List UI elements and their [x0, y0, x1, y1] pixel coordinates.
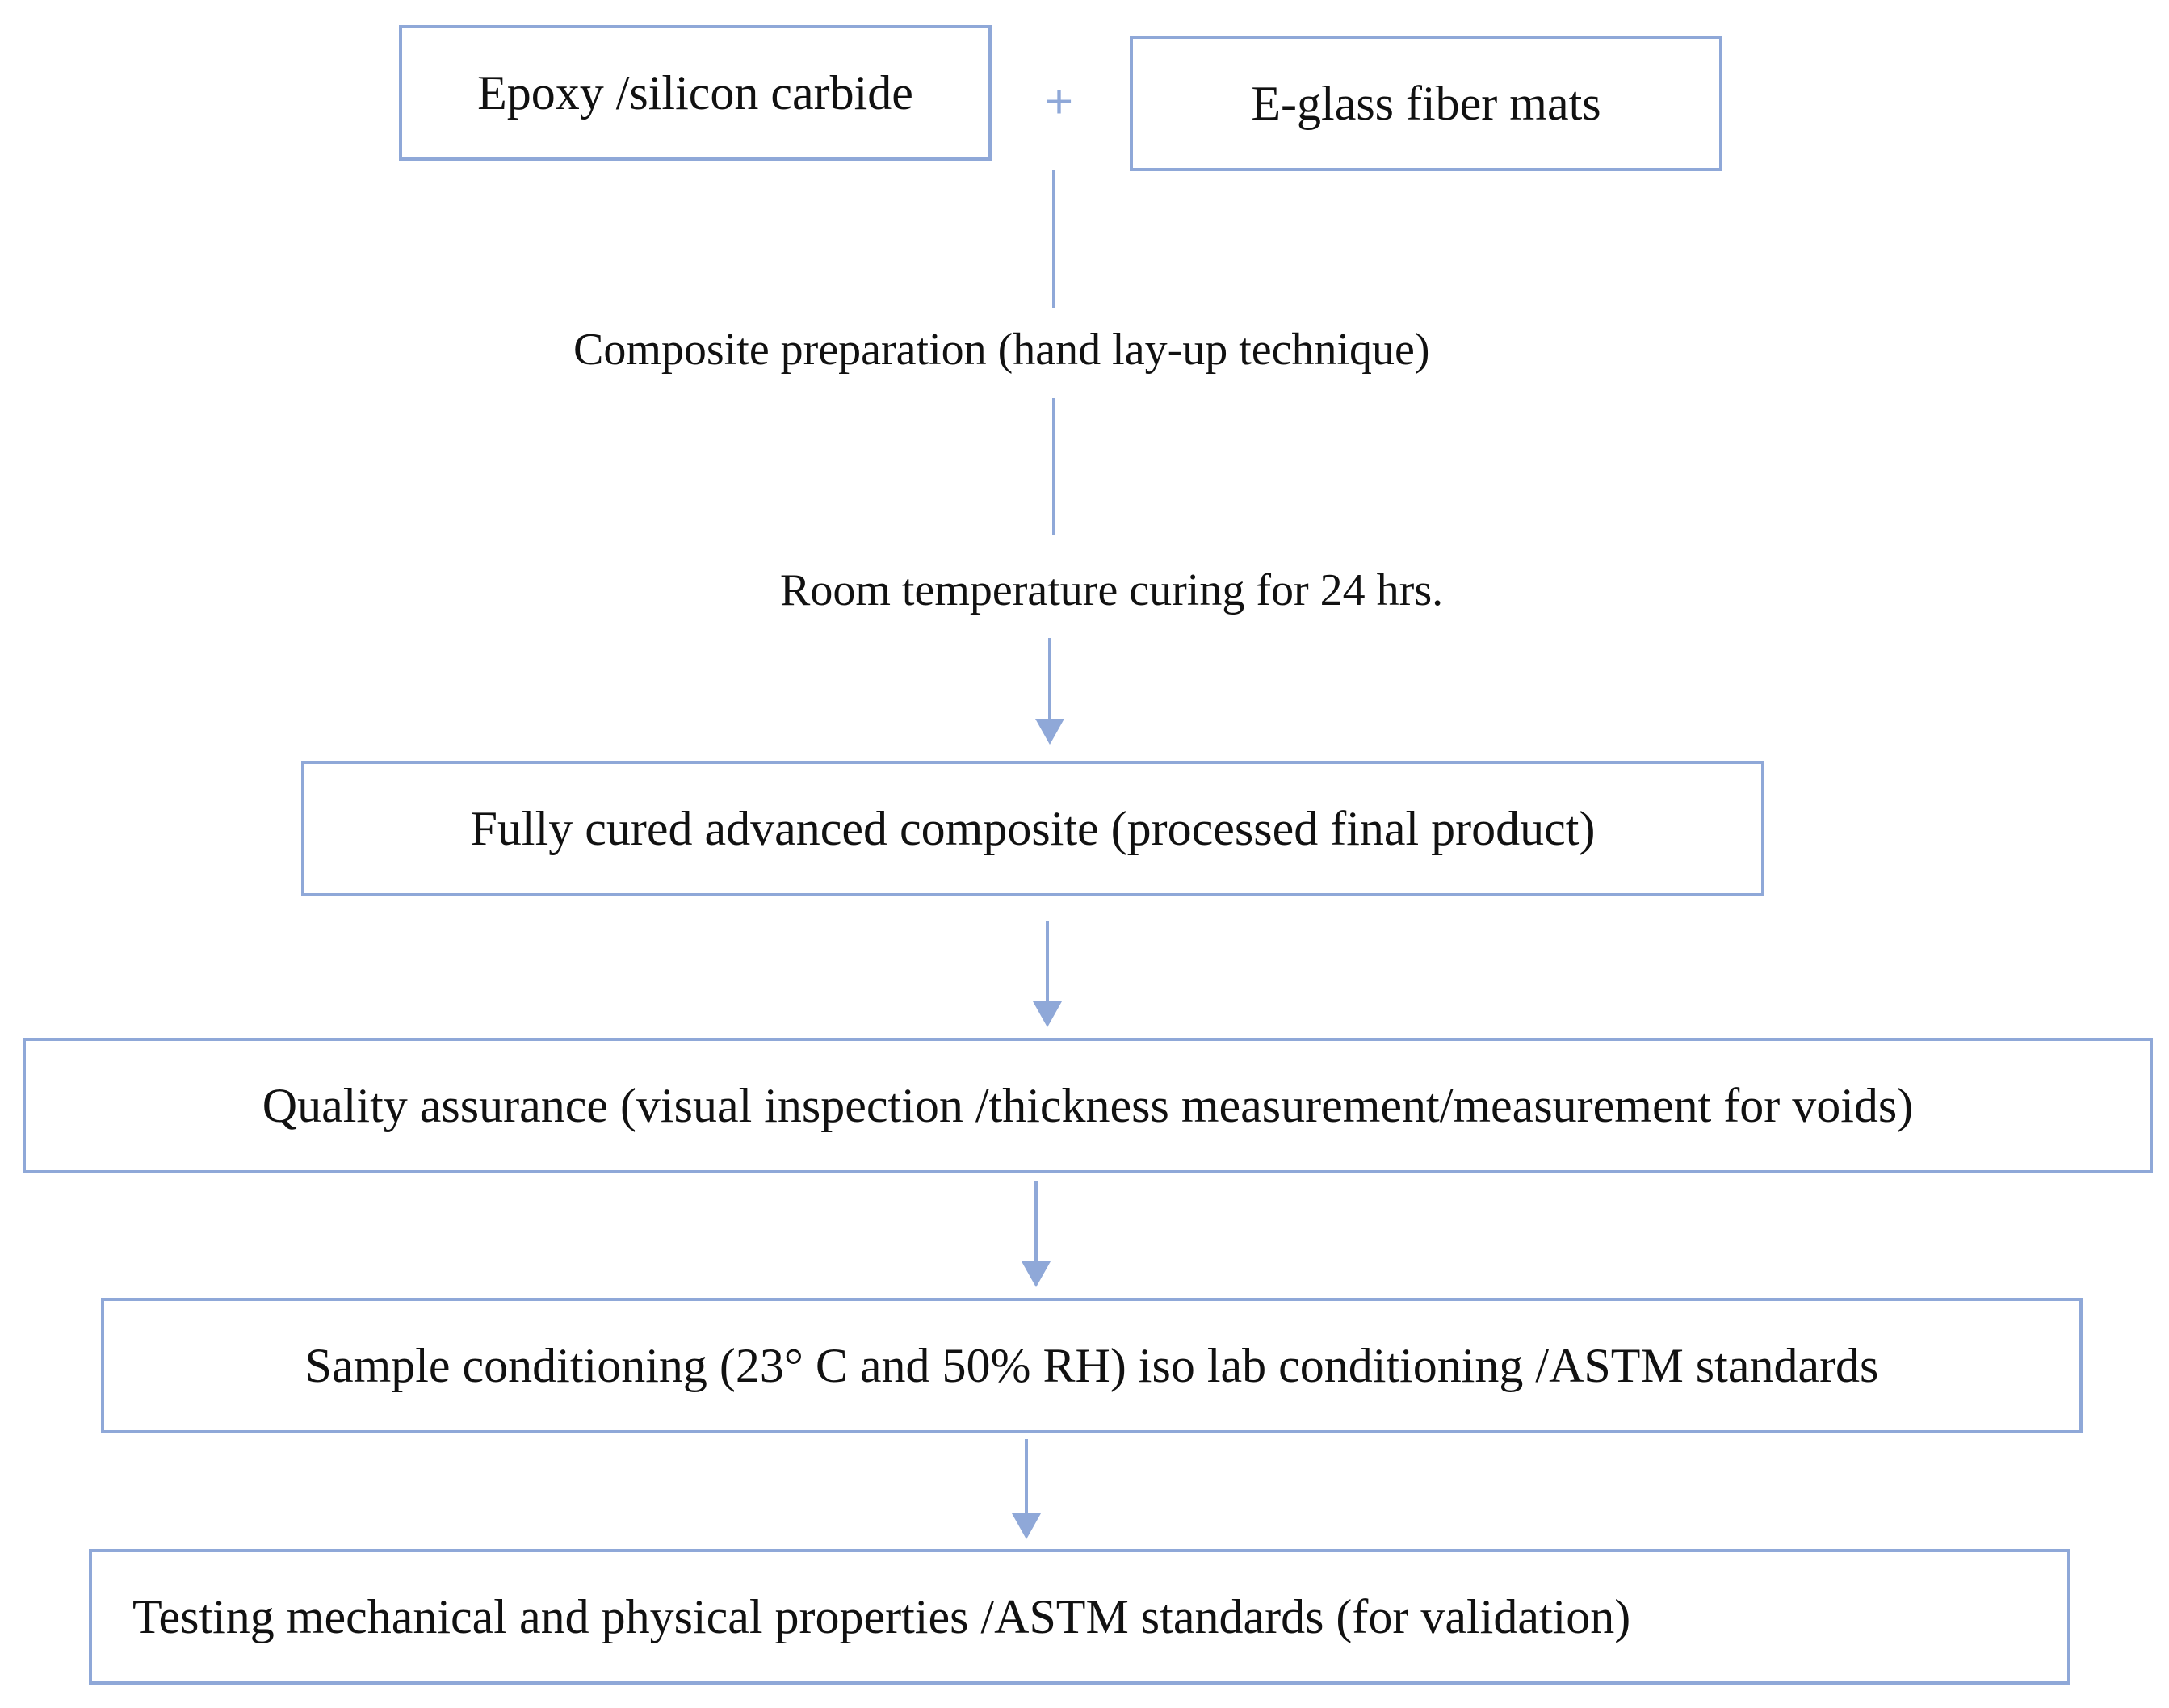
box-label: Testing mechanical and physical properti… [132, 1590, 1631, 1643]
input-box-epoxy-silicon-carbide: Epoxy /silicon carbide [399, 25, 992, 161]
plus-sign: + [1045, 74, 1074, 128]
arrow-curing-to-cured-composite [1035, 638, 1064, 745]
arrow-quality-to-conditioning [1022, 1181, 1051, 1287]
box-testing-properties: Testing mechanical and physical properti… [89, 1549, 2070, 1685]
step-composite-preparation: Composite preparation (hand lay-up techn… [573, 325, 1430, 375]
box-label: Quality assurance (visual inspection /th… [262, 1079, 1914, 1132]
arrow-cured-to-quality [1033, 921, 1062, 1027]
box-fully-cured-composite: Fully cured advanced composite (processe… [301, 761, 1764, 896]
arrow-conditioning-to-testing [1012, 1439, 1041, 1539]
step-room-temperature-curing: Room temperature curing for 24 hrs. [780, 565, 1444, 615]
input-box-label: Epoxy /silicon carbide [477, 66, 913, 120]
box-label: Fully cured advanced composite (processe… [470, 802, 1596, 855]
box-quality-assurance: Quality assurance (visual inspection /th… [23, 1038, 2153, 1173]
box-label: Sample conditioning (23° C and 50% RH) i… [304, 1339, 1879, 1392]
box-sample-conditioning: Sample conditioning (23° C and 50% RH) i… [101, 1298, 2083, 1433]
input-box-label: E-glass fiber mats [1251, 77, 1601, 130]
input-box-e-glass-fiber-mats: E-glass fiber mats [1130, 36, 1722, 171]
